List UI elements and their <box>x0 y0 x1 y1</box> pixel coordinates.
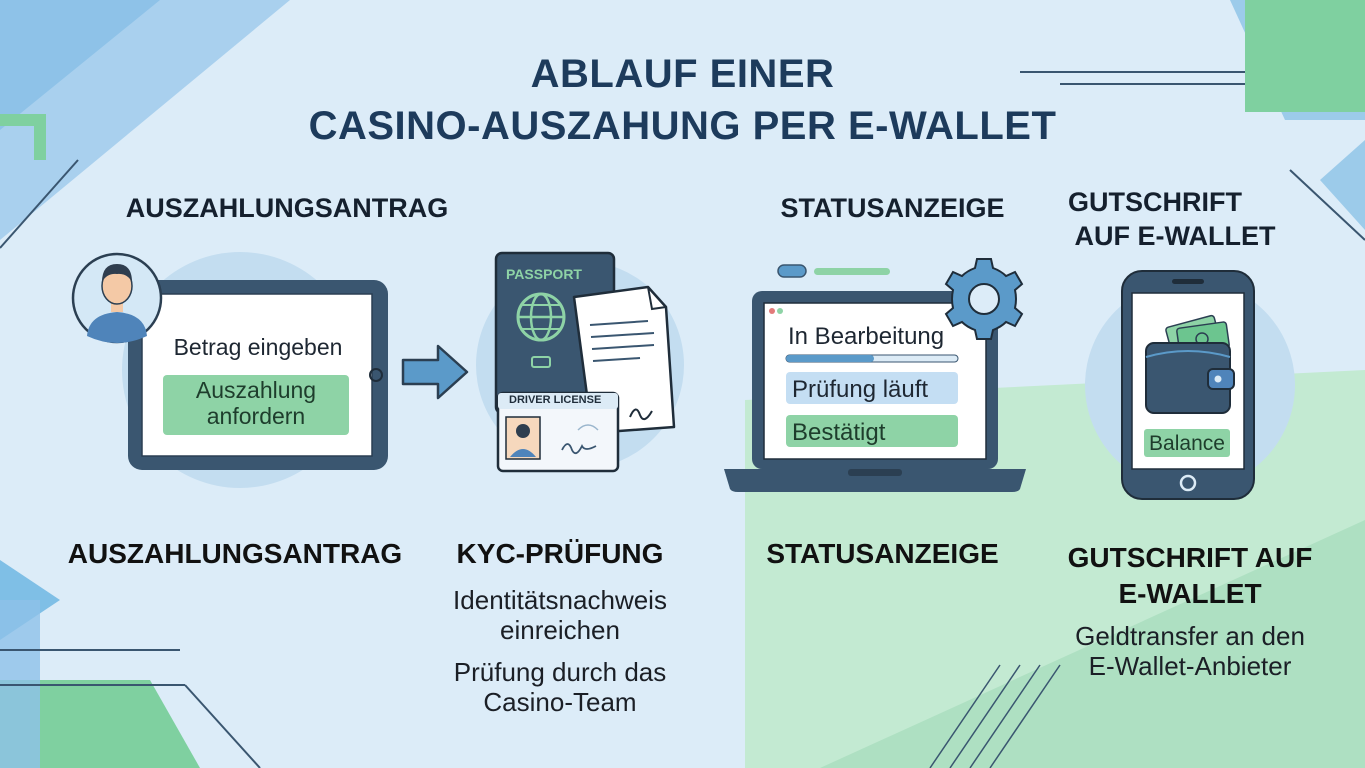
wallet-icon <box>1145 314 1235 414</box>
laptop-illustration <box>724 258 1026 492</box>
step3-top-label: STATUSANZEIGE <box>780 193 1005 223</box>
kyc-description-1-line-1: Identitätsnachweis <box>453 585 667 615</box>
status-confirmed: Bestätigt <box>792 419 886 446</box>
step1-label: AUSZAHLUNGSANTRAG <box>67 538 403 569</box>
kyc-description-2-line-2: Casino-Team <box>483 687 637 717</box>
kyc-description-2: Prüfung durch das Casino-Team <box>420 657 700 717</box>
kyc-description-1-line-2: einreichen <box>500 615 620 645</box>
driver-license-label: DRIVER LICENSE <box>509 394 602 406</box>
tablet-illustration <box>71 252 388 488</box>
driver-license-icon <box>496 391 620 473</box>
smartphone-illustration <box>1085 270 1295 500</box>
amount-input-label: Betrag eingeben <box>173 334 343 360</box>
credit-description-line-2: E-Wallet-Anbieter <box>1088 651 1292 681</box>
kyc-documents-illustration <box>476 251 684 473</box>
step1-top-label: AUSZAHLUNGSANTRAG <box>125 193 449 223</box>
kyc-description-2-line-1: Prüfung durch das <box>453 657 667 687</box>
step4-top-label: GUTSCHRIFT AUF E-WALLET <box>1060 185 1290 253</box>
balance-label: Balance <box>1149 432 1225 455</box>
step4-label-line-1: GUTSCHRIFT AUF <box>1067 542 1313 573</box>
step4-top-label-line-2: AUF E-WALLET <box>1074 221 1276 251</box>
user-avatar-icon <box>87 264 147 343</box>
step4-top-label-line-1: GUTSCHRIFT <box>1068 187 1242 217</box>
title-line-2: CASINO-AUSZAHUNG PER E-WALLET <box>308 104 1057 148</box>
kyc-description-1: Identitätsnachweis einreichen <box>420 585 700 645</box>
step4-label: GUTSCHRIFT AUF E-WALLET <box>1060 540 1320 612</box>
step2-label: KYC-PRÜFUNG <box>456 538 664 569</box>
gear-icon <box>944 258 1024 340</box>
step4-label-line-2: E-WALLET <box>1118 578 1262 609</box>
credit-description: Geldtransfer an den E-Wallet-Anbieter <box>1050 621 1330 681</box>
request-payout-line-2: anfordern <box>206 403 306 429</box>
title-line-1: ABLAUF EINER <box>530 52 835 96</box>
status-checking: Prüfung läuft <box>792 376 929 403</box>
request-payout-button[interactable]: Auszahlung anfordern <box>163 377 349 429</box>
arrow-right-icon <box>401 344 469 400</box>
status-in-progress: In Bearbeitung <box>788 323 945 350</box>
request-payout-line-1: Auszahlung <box>195 377 317 403</box>
credit-description-line-1: Geldtransfer an den <box>1075 621 1305 651</box>
step3-label: STATUSANZEIGE <box>766 538 999 569</box>
passport-label: PASSPORT <box>506 266 582 282</box>
